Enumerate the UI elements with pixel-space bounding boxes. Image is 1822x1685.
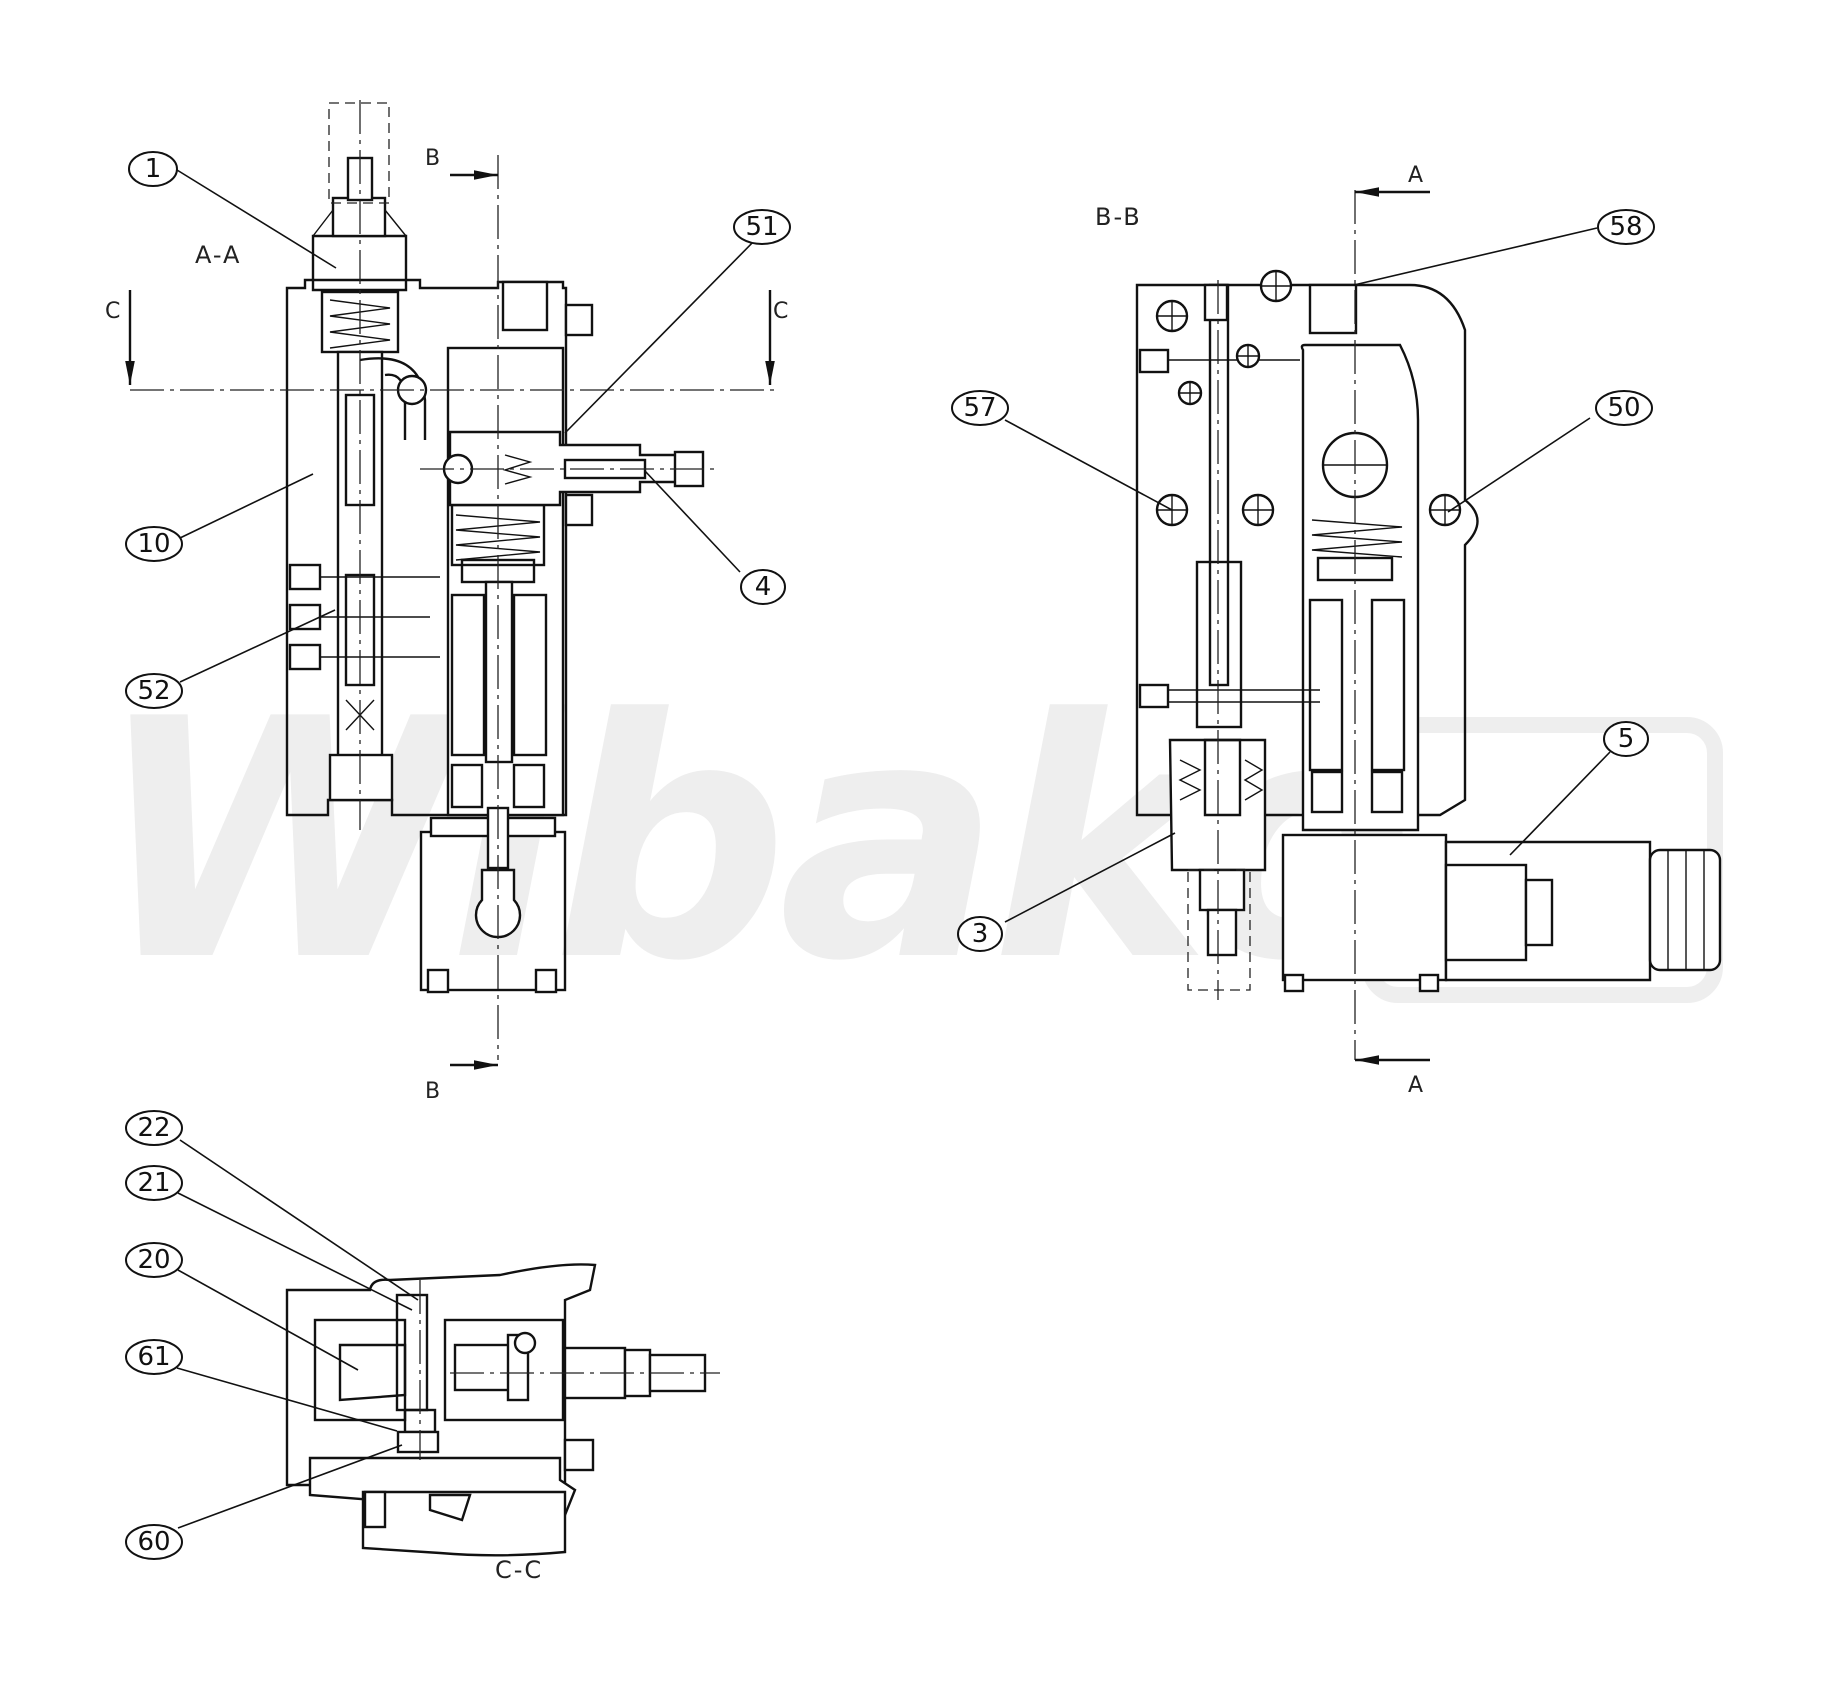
callout-5: 5: [1603, 721, 1649, 757]
aa-stud-right-2: [564, 493, 594, 527]
cc-left-cavity: [313, 1318, 407, 1422]
callout-50-label: 50: [1607, 393, 1640, 423]
callout-20-label: 20: [137, 1245, 170, 1275]
callout-21: 21: [125, 1165, 183, 1201]
bb-view-label: B-B: [1095, 203, 1142, 231]
bb-adjust-nut: [1198, 868, 1246, 912]
view-aa: A-A: [130, 100, 775, 1060]
callout-3-label: 3: [972, 919, 989, 949]
bb-top-slot: [1203, 283, 1229, 322]
aa-port-2: [288, 603, 322, 631]
callout-51: 51: [733, 209, 791, 245]
callout-52: 52: [125, 673, 183, 709]
section-c-left: C: [105, 290, 135, 385]
callout-61-label: 61: [137, 1342, 170, 1372]
bb-top-plug: [1308, 283, 1358, 335]
svg-text:C: C: [773, 299, 788, 324]
callout-10-label: 10: [137, 529, 170, 559]
leader-lines: [176, 169, 1611, 1529]
svg-text:B: B: [425, 146, 440, 171]
aa-lower-foot-right: [534, 968, 558, 994]
section-a-bottom: A: [1355, 1055, 1430, 1098]
section-b-bottom: B: [425, 1060, 498, 1104]
callout-60: 60: [125, 1524, 183, 1560]
aa-poppet-stem: [484, 580, 514, 764]
cc-view-label: C-C: [495, 1556, 543, 1584]
cc-body: [285, 1263, 597, 1487]
bb-right-bore: [1300, 343, 1420, 832]
section-b-top: B: [425, 146, 498, 180]
callout-58: 58: [1597, 209, 1655, 245]
aa-guide-left: [450, 593, 486, 757]
bb-left-channel: [1208, 283, 1230, 687]
callout-21-label: 21: [137, 1168, 170, 1198]
svg-text:A: A: [1408, 163, 1423, 188]
callout-57-label: 57: [963, 393, 996, 423]
cc-wedge: [338, 1343, 407, 1402]
callout-10: 10: [125, 526, 183, 562]
callout-20: 20: [125, 1242, 183, 1278]
callout-61: 61: [125, 1339, 183, 1375]
callout-1-label: 1: [145, 154, 162, 184]
callout-50: 50: [1595, 390, 1653, 426]
bb-solenoid-body: [1281, 833, 1448, 982]
cc-bottom-plate: [361, 1490, 567, 1557]
svg-text:A: A: [1408, 1073, 1423, 1098]
aa-body: [285, 278, 568, 817]
callout-57: 57: [951, 390, 1009, 426]
bb-bolts: [1155, 269, 1462, 527]
callout-22-label: 22: [137, 1113, 170, 1143]
callout-60-label: 60: [137, 1527, 170, 1557]
aa-view-label: A-A: [195, 241, 241, 269]
bb-adjust-stem: [1206, 908, 1238, 957]
bb-left-spool: [1195, 560, 1243, 729]
callout-5-label: 5: [1618, 724, 1635, 754]
section-a-top: A: [1355, 163, 1430, 197]
aa-guide-right: [512, 593, 548, 757]
section-c-right: C: [765, 290, 788, 385]
view-cc: C-C: [285, 1263, 720, 1584]
callout-58-label: 58: [1609, 212, 1642, 242]
aa-port-1: [288, 563, 322, 591]
aa-keyhole: [474, 868, 522, 939]
aa-adjuster-nut: [331, 196, 387, 238]
bb-solenoid-knob: [1648, 848, 1722, 972]
aa-port-3: [288, 643, 322, 671]
svg-text:C: C: [105, 299, 120, 324]
aa-lower-foot-left: [426, 968, 450, 994]
callout-51-label: 51: [745, 212, 778, 242]
aa-stud-right-1: [564, 303, 594, 337]
view-bb: B-B: [1095, 190, 1722, 1060]
callout-3: 3: [957, 916, 1003, 952]
callout-52-label: 52: [137, 676, 170, 706]
callout-4: 4: [740, 569, 786, 605]
bb-adjust-envelope: [1187, 869, 1251, 991]
callout-1: 1: [128, 151, 178, 187]
bb-guide-right: [1370, 598, 1406, 772]
aa-cap-top: [501, 280, 549, 332]
svg-text:B: B: [425, 1079, 440, 1104]
callout-4-label: 4: [755, 572, 772, 602]
callout-22: 22: [125, 1110, 183, 1146]
cc-stud-right: [563, 1438, 595, 1472]
bb-guide-left: [1308, 598, 1344, 772]
